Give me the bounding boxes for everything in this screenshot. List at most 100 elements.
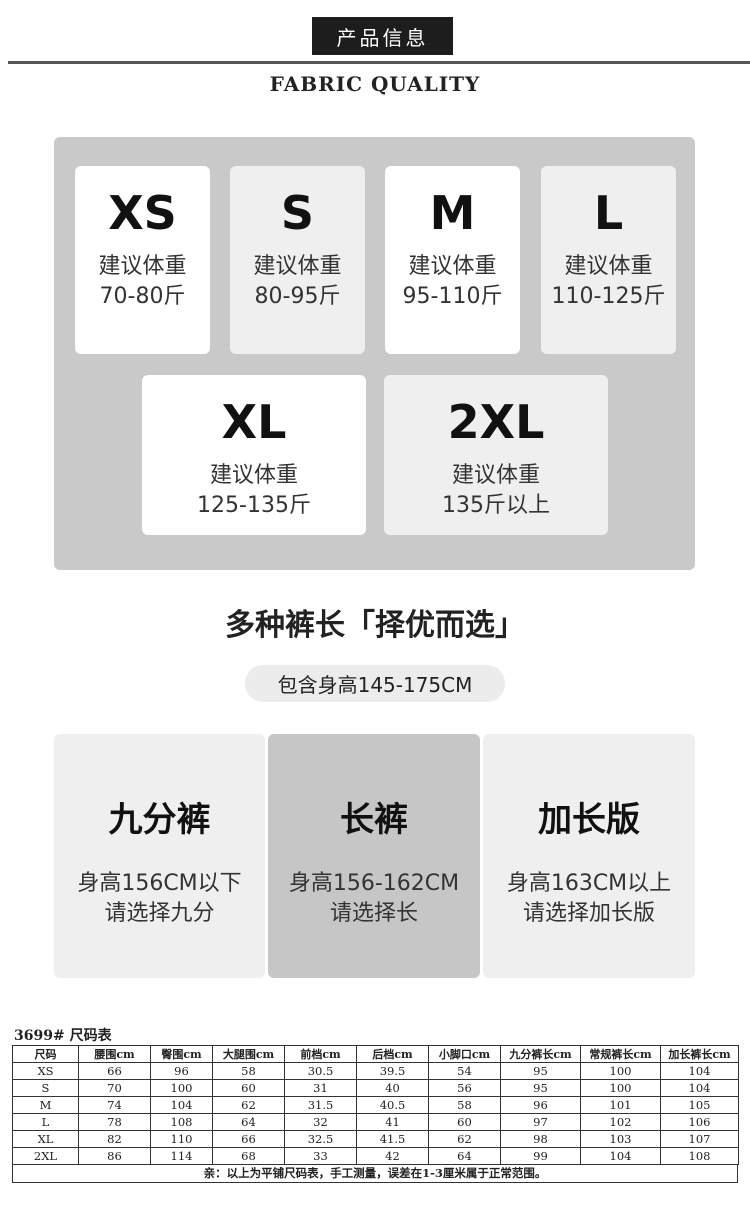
length-height: 身高156CM以下 [77,871,242,896]
table-cell: 104 [150,1096,213,1114]
table-cell: 96 [150,1062,213,1080]
table-cell: 60 [428,1113,501,1131]
table-cell: 40 [356,1079,429,1097]
table-cell: 66 [78,1062,151,1080]
table-cell: 95 [500,1079,581,1097]
table-cell: 58 [212,1062,285,1080]
header-cell: 前档cm [284,1045,357,1063]
table-cell: 102 [580,1113,661,1131]
table-cell: 95 [500,1062,581,1080]
table-cell: 97 [500,1113,581,1131]
table-cell: 108 [660,1147,739,1165]
size-name: M [429,186,476,240]
table-cell: 58 [428,1096,501,1114]
table-cell: 110 [150,1130,213,1148]
size-card-2xl: 2XL 建议体重 135斤以上 [384,375,608,535]
table-cell: 100 [580,1079,661,1097]
table-cell: 56 [428,1079,501,1097]
size-name: XS [108,186,177,240]
header-cell: 加长裤长cm [660,1045,739,1063]
table-cell: 107 [660,1130,739,1148]
size-table-note: 亲：以上为平铺尺码表，手工测量，误差在1-3厘米属于正常范围。 [12,1165,738,1183]
weight-range: 110-125斤 [551,284,666,309]
table-cell: 64 [428,1147,501,1165]
table-cell: 104 [660,1079,739,1097]
table-cell: 68 [212,1147,285,1165]
weight-label: 建议体重 [451,463,540,488]
table-cell: 101 [580,1096,661,1114]
weight-label: 建议体重 [98,254,187,279]
length-advice: 请选择加长版 [522,901,655,926]
size-name: XL [221,395,287,449]
length-name: 加长版 [538,800,640,840]
table-cell: S [12,1079,79,1097]
size-name: S [280,186,315,240]
table-cell: 104 [580,1147,661,1165]
length-height: 身高156-162CM [288,871,460,896]
table-cell: 82 [78,1130,151,1148]
table-cell: 108 [150,1113,213,1131]
header-cell: 小脚口cm [428,1045,501,1063]
header-cell: 九分裤长cm [500,1045,581,1063]
size-panel: XS 建议体重 70-80斤 S 建议体重 80-95斤 M 建议体重 95-1… [54,137,695,570]
table-cell: 96 [500,1096,581,1114]
table-cell: 104 [660,1062,739,1080]
size-card-xs: XS 建议体重 70-80斤 [75,166,210,354]
table-cell: 31.5 [284,1096,357,1114]
weight-label: 建议体重 [564,254,653,279]
weight-range: 80-95斤 [254,284,341,309]
weight-range: 135斤以上 [442,493,550,518]
table-cell: 62 [428,1130,501,1148]
weight-label: 建议体重 [408,254,497,279]
table-cell: 32.5 [284,1130,357,1148]
size-table-title: 3699# 尺码表 [14,1028,112,1044]
table-cell: 42 [356,1147,429,1165]
table-cell: 86 [78,1147,151,1165]
table-cell: 114 [150,1147,213,1165]
header-cell: 臀围cm [150,1045,213,1063]
table-cell: 60 [212,1079,285,1097]
header-cell: 大腿围cm [212,1045,285,1063]
header-divider [8,61,750,64]
table-cell: 39.5 [356,1062,429,1080]
weight-range: 70-80斤 [99,284,186,309]
table-cell: 41.5 [356,1130,429,1148]
table-cell: 103 [580,1130,661,1148]
table-cell: L [12,1113,79,1131]
weight-label: 建议体重 [209,463,298,488]
table-cell: 74 [78,1096,151,1114]
table-cell: M [12,1096,79,1114]
section-title: 产品信息 [312,17,453,55]
table-cell: 32 [284,1113,357,1131]
table-cell: 70 [78,1079,151,1097]
header-cell: 尺码 [12,1045,79,1063]
table-cell: 100 [150,1079,213,1097]
table-cell: 98 [500,1130,581,1148]
length-card-long: 加长版 身高163CM以上 请选择加长版 [483,734,695,978]
table-cell: 54 [428,1062,501,1080]
table-cell: 66 [212,1130,285,1148]
table-cell: 33 [284,1147,357,1165]
table-header-row: 尺码 腰围cm 臀围cm 大腿围cm 前档cm 后档cm 小脚口cm 九分裤长c… [12,1045,739,1063]
table-cell: 31 [284,1079,357,1097]
table-cell: 2XL [12,1147,79,1165]
header-cell: 后档cm [356,1045,429,1063]
section-subtitle: FABRIC QUALITY [269,72,481,96]
length-card-cropped: 九分裤 身高156CM以下 请选择九分 [54,734,265,978]
length-name: 长裤 [340,800,408,840]
size-table-section: 3699# 尺码表 尺码 腰围cm 臀围cm 大腿围cm 前档cm 后档cm 小… [12,1027,739,1183]
table-cell: 62 [212,1096,285,1114]
length-advice: 请选择九分 [104,901,215,926]
weight-label: 建议体重 [253,254,342,279]
length-advice: 请选择长 [329,901,418,926]
table-cell: 106 [660,1113,739,1131]
length-name: 九分裤 [108,800,211,840]
table-cell: 64 [212,1113,285,1131]
weight-range: 95-110斤 [402,284,503,309]
